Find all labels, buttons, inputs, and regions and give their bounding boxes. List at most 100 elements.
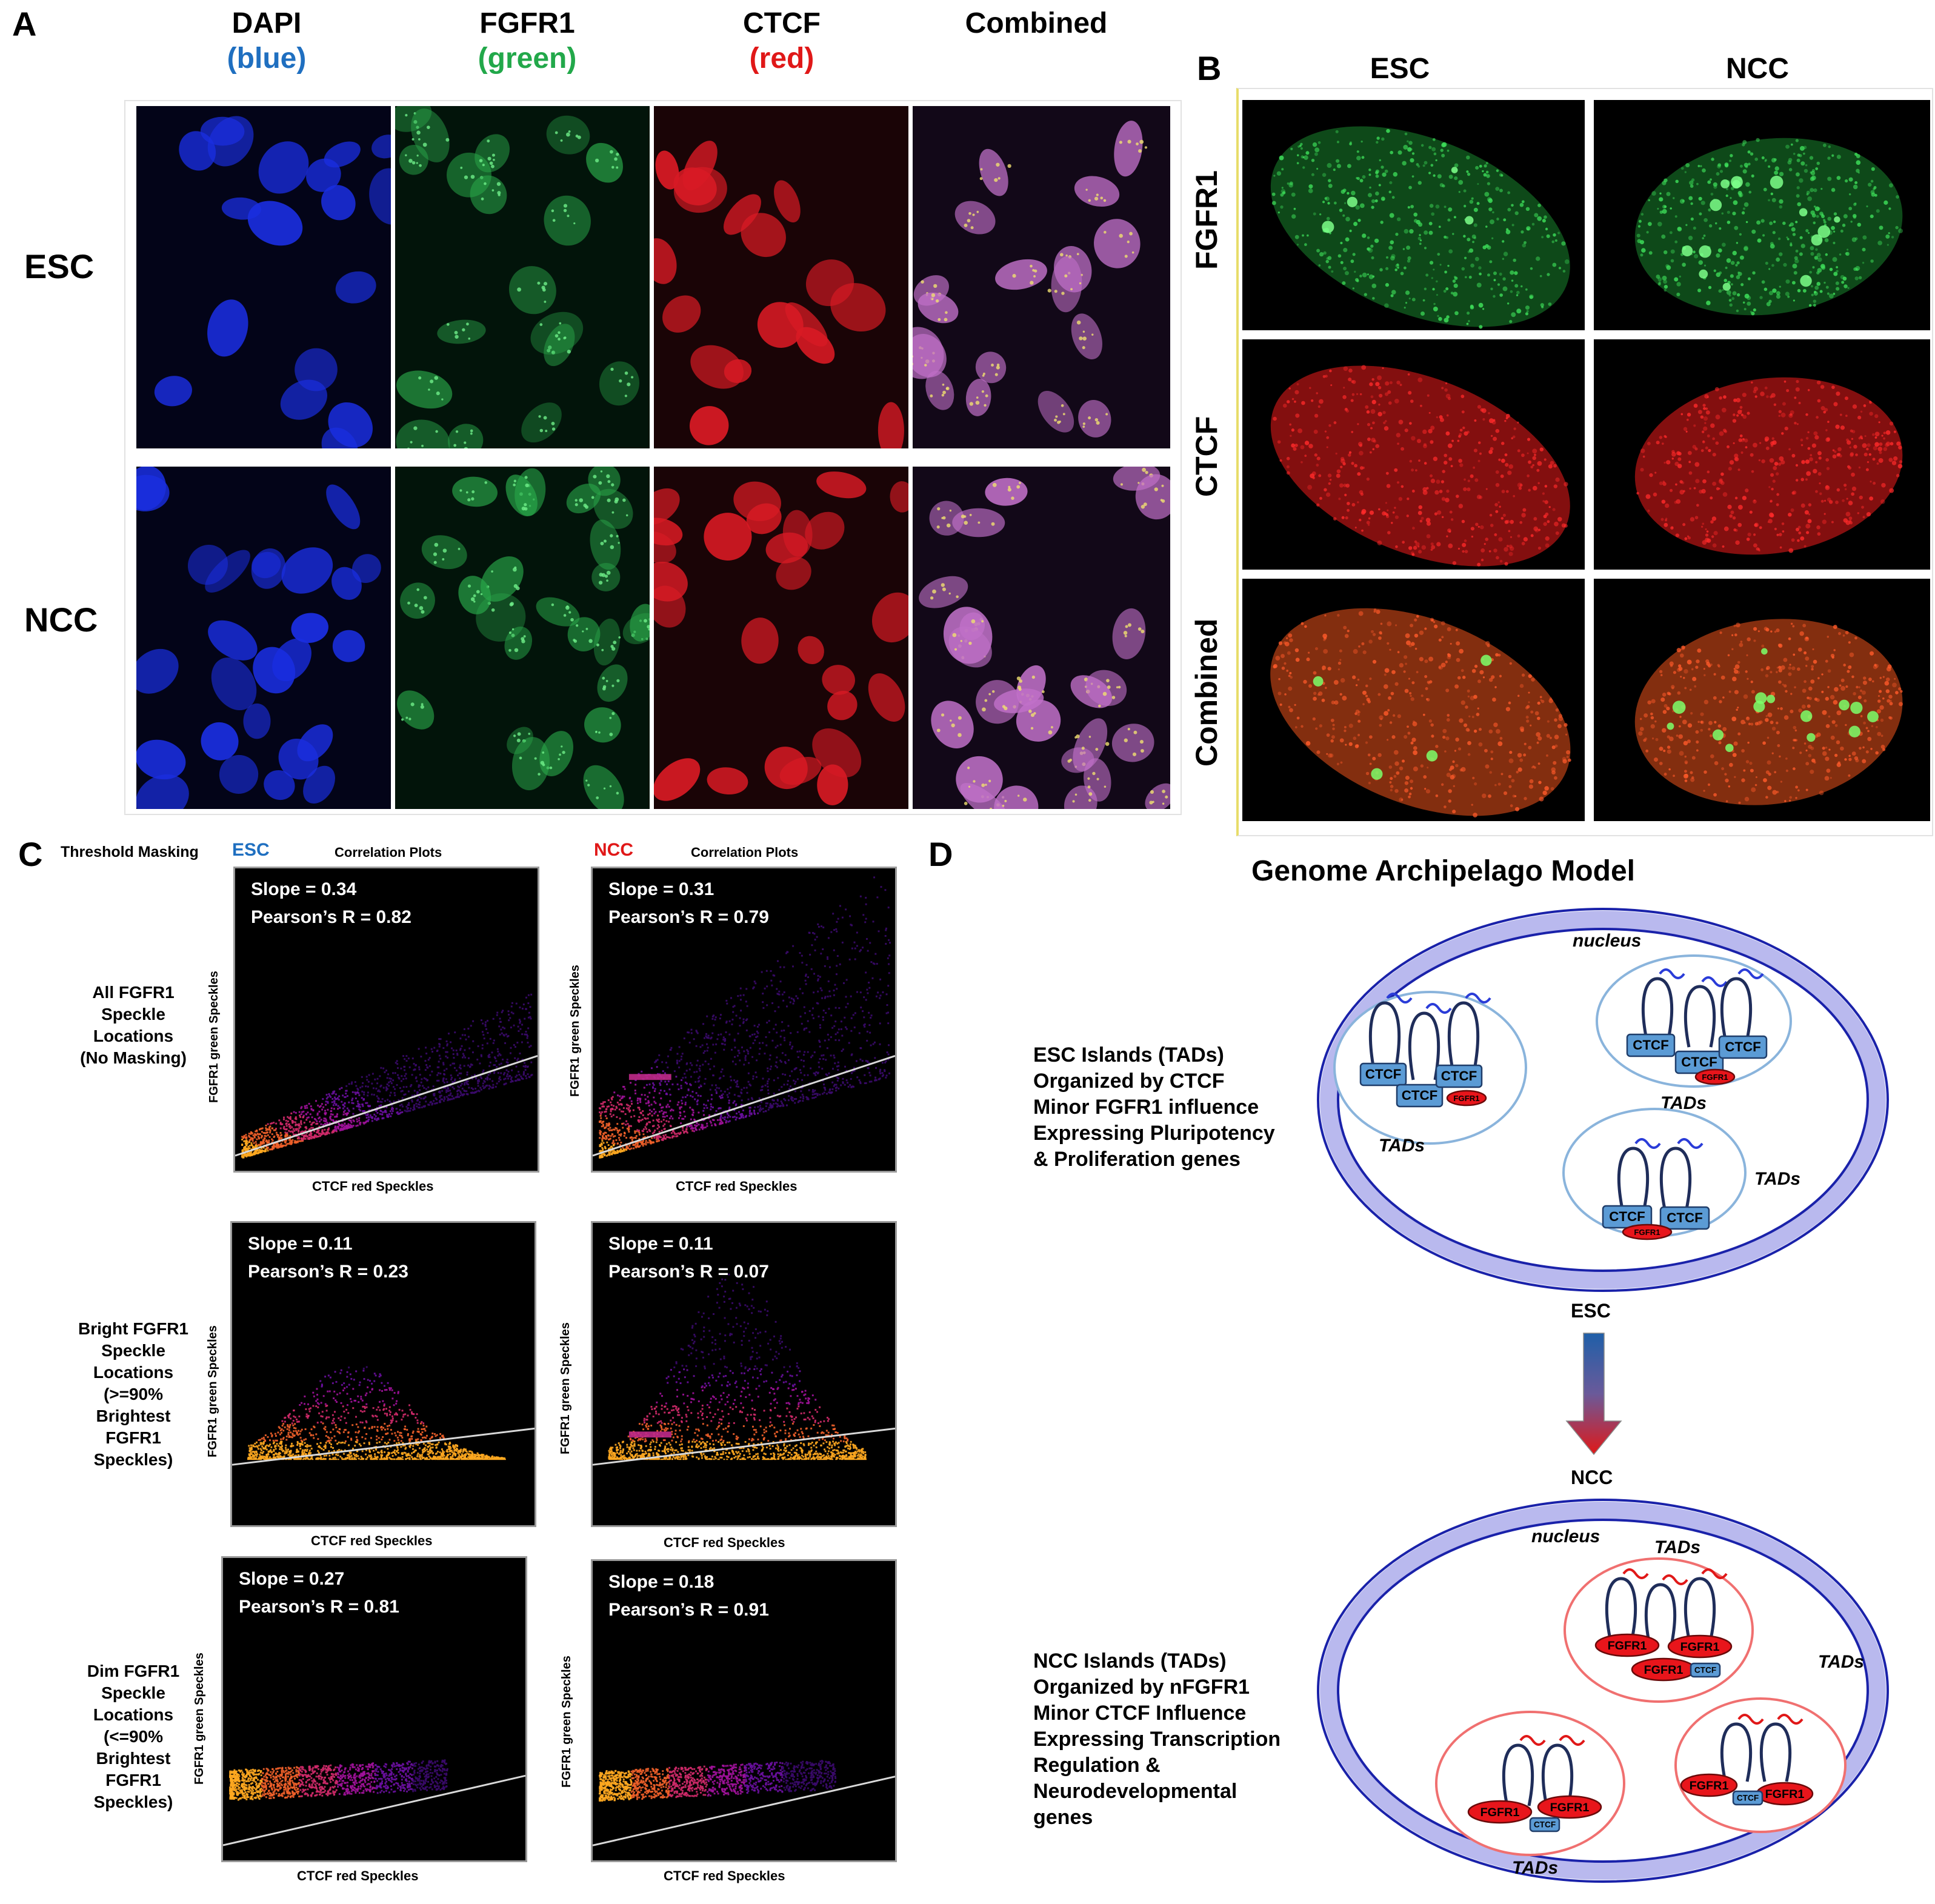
- density-point: [504, 1083, 506, 1085]
- speckle: [1370, 395, 1374, 399]
- speckle: [1788, 672, 1792, 676]
- speckle: [1517, 767, 1522, 772]
- speckle: [1854, 181, 1858, 184]
- density-point: [433, 1100, 435, 1102]
- speckle: [1127, 139, 1131, 144]
- speckle: [1733, 741, 1738, 746]
- speckle: [1354, 464, 1358, 468]
- speckle: [1836, 710, 1842, 716]
- speckle: [1685, 762, 1688, 765]
- density-point: [471, 1077, 474, 1080]
- density-point: [289, 1130, 291, 1133]
- speckle: [544, 301, 547, 303]
- density-point: [331, 1130, 334, 1133]
- speckle: [1827, 437, 1830, 441]
- speckle: [1660, 674, 1663, 676]
- speckle: [1391, 670, 1396, 674]
- density-point: [252, 1134, 255, 1137]
- density-point: [261, 1134, 263, 1137]
- density-point: [447, 1056, 448, 1059]
- speckle: [1811, 169, 1815, 173]
- speckle: [1410, 399, 1414, 403]
- speckle: [1671, 687, 1674, 690]
- speckle: [1493, 295, 1496, 298]
- speckle: [1485, 488, 1488, 490]
- density-point: [317, 1135, 319, 1137]
- speckle: [1333, 421, 1337, 424]
- speckle: [1411, 490, 1415, 493]
- density-point: [282, 1118, 285, 1120]
- speckle: [1876, 462, 1879, 465]
- density-point: [413, 1108, 416, 1110]
- speckle: [1815, 167, 1819, 170]
- cell-nucleus: [326, 484, 361, 530]
- speckle: [1497, 501, 1500, 504]
- speckle: [1788, 666, 1792, 670]
- speckle: [1440, 480, 1445, 484]
- speckle: [1760, 668, 1764, 671]
- speckle: [459, 489, 462, 492]
- density-point: [402, 1086, 405, 1088]
- speckle: [1687, 659, 1692, 665]
- speckle: [1371, 199, 1376, 204]
- density-point: [293, 1130, 296, 1132]
- speckle: [1649, 473, 1653, 478]
- density-point: [321, 1131, 324, 1134]
- density-point: [270, 1148, 272, 1151]
- speckle: [1530, 534, 1534, 538]
- density-point: [352, 1102, 355, 1105]
- density-point: [375, 1115, 377, 1117]
- speckle: [1370, 427, 1373, 430]
- density-point: [347, 1125, 349, 1128]
- density-point: [522, 1077, 524, 1080]
- speckle: [1450, 518, 1454, 521]
- density-point: [298, 1137, 301, 1140]
- speckle: [588, 639, 593, 644]
- speckle: [1409, 459, 1413, 463]
- density-point: [276, 1147, 278, 1149]
- speckle: [1473, 729, 1477, 733]
- density-point: [347, 1123, 350, 1125]
- density-point: [258, 1137, 261, 1139]
- density-point: [494, 1064, 496, 1067]
- density-point: [522, 1004, 525, 1005]
- density-point: [521, 1041, 523, 1044]
- density-point: [492, 1087, 495, 1089]
- density-point: [314, 1134, 316, 1136]
- speckle: [996, 162, 1000, 167]
- speckle: [1536, 256, 1540, 261]
- speckle: [1324, 636, 1327, 640]
- speckle: [561, 745, 563, 748]
- speckle: [952, 633, 957, 637]
- density-point: [377, 1090, 379, 1093]
- speckle: [1768, 165, 1771, 168]
- speckle: [1710, 193, 1714, 196]
- speckle: [1705, 446, 1708, 450]
- speckle: [1394, 682, 1399, 686]
- density-point: [303, 1122, 305, 1124]
- density-point: [367, 1085, 369, 1088]
- speckle: [1754, 158, 1758, 161]
- speckle: [1759, 296, 1763, 299]
- density-point: [273, 1135, 276, 1137]
- density-point: [489, 1085, 491, 1088]
- speckle: [573, 639, 576, 642]
- density-point: [267, 1128, 269, 1131]
- speckle: [1467, 487, 1471, 491]
- density-point: [368, 1116, 370, 1119]
- speckle: [1499, 293, 1503, 297]
- speckle: [1792, 233, 1796, 236]
- speckle: [1410, 148, 1413, 151]
- speckle: [593, 474, 597, 479]
- speckle: [1362, 650, 1367, 654]
- density-point: [419, 1074, 421, 1076]
- speckle: [1371, 630, 1374, 633]
- density-point: [303, 1136, 305, 1138]
- speckle: [1288, 633, 1293, 638]
- density-point: [376, 1117, 378, 1120]
- speckle: [1445, 498, 1450, 502]
- speckle: [1088, 199, 1091, 202]
- density-point: [838, 1087, 840, 1090]
- speckle: [1161, 499, 1165, 503]
- density-point: [268, 1136, 271, 1138]
